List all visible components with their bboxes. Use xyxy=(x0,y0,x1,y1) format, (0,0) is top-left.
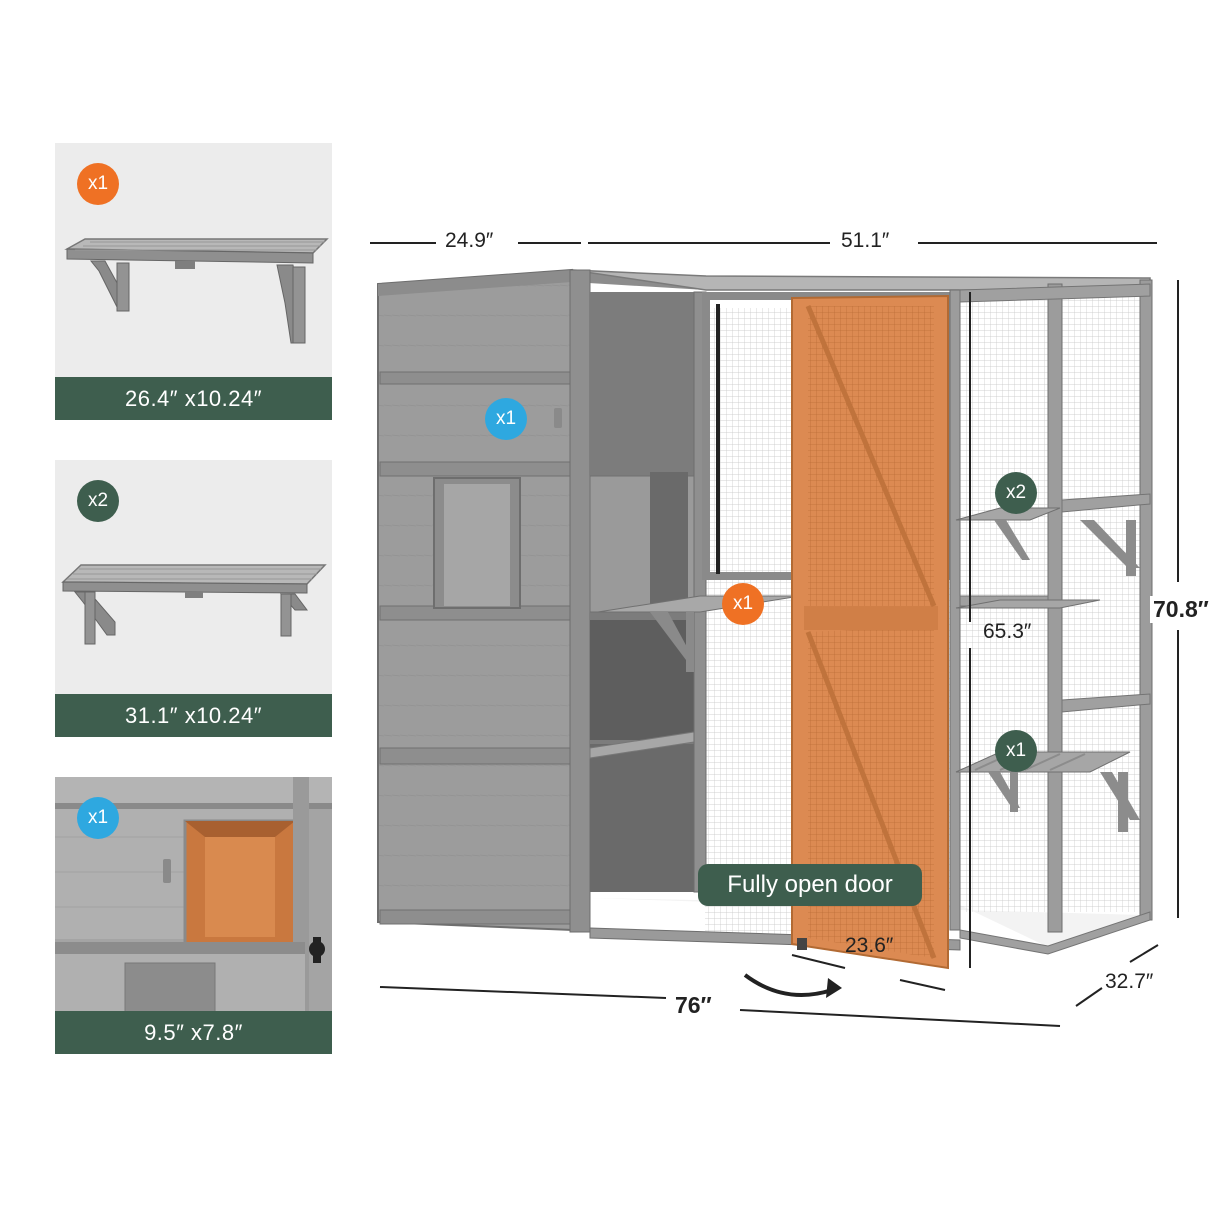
quantity-badge: x1 xyxy=(77,797,119,839)
height-dimension: 70.8″ xyxy=(1150,596,1212,623)
depth-dimension: 32.7″ xyxy=(1105,970,1154,993)
window-size-caption: 9.5″ x7.8″ xyxy=(55,1011,332,1054)
shelf-size-caption: 31.1″ x10.24″ xyxy=(55,694,332,737)
sliding-window-illustration xyxy=(55,777,332,1054)
shelf-detail-panel-1: x1 26.4″ x10.24″ xyxy=(55,143,332,420)
shelf-detail-panel-2: x2 31.1″ x10.24″ xyxy=(55,460,332,737)
total-length-dimension: 76″ xyxy=(675,992,712,1018)
wall-shelf-illustration xyxy=(64,238,329,344)
fully-open-door-label: Fully open door xyxy=(698,864,922,906)
quantity-badge: x1 xyxy=(77,163,119,205)
wall-shelf-illustration xyxy=(61,564,327,645)
door-width-dimension: 23.6″ xyxy=(845,934,894,957)
shelf-size-caption: 26.4″ x10.24″ xyxy=(55,377,332,420)
window-detail-panel: x1 9.5″ x7.8″ xyxy=(55,777,332,1054)
front-shelf-badge: x1 xyxy=(722,583,764,625)
inner-height-dimension: 65.3″ xyxy=(983,620,1032,643)
upper-shelves-badge: x2 xyxy=(995,472,1037,514)
house-door-badge: x1 xyxy=(485,398,527,440)
main-width-dimension: 51.1″ xyxy=(838,229,893,253)
quantity-badge: x2 xyxy=(77,480,119,522)
left-width-dimension: 24.9″ xyxy=(442,229,497,253)
lower-shelf-badge: x1 xyxy=(995,730,1037,772)
